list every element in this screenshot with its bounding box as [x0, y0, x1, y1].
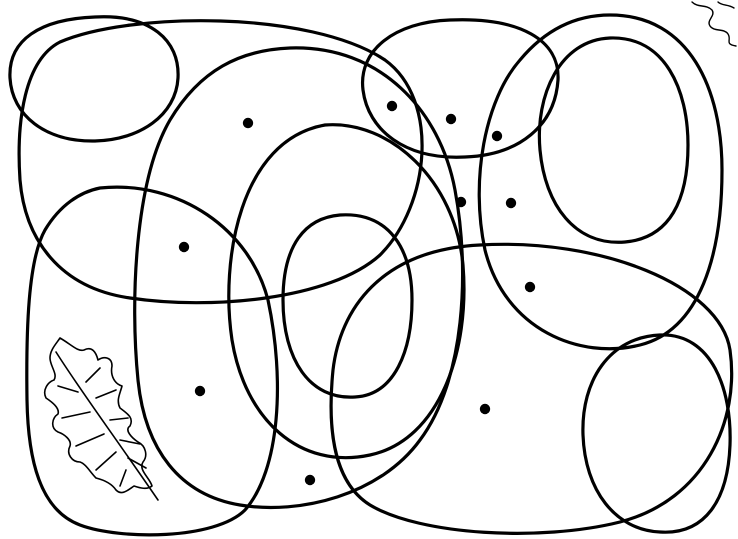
dot-5 [456, 197, 466, 207]
dot-4 [492, 131, 502, 141]
loop-group [10, 15, 732, 535]
dot-2 [387, 101, 397, 111]
loop-top-left-small [10, 17, 178, 141]
dot-6 [506, 198, 516, 208]
dot-7 [179, 242, 189, 252]
loop-center-tall [135, 48, 463, 508]
dot-11 [305, 475, 315, 485]
loop-lower-left [27, 187, 278, 535]
loop-bottom-right-small [583, 335, 730, 532]
corner-squiggle [692, 2, 736, 46]
dot-1 [243, 118, 253, 128]
loop-top-middle [363, 20, 559, 157]
dot-9 [195, 386, 205, 396]
dot-10 [480, 404, 490, 414]
dot-8 [525, 282, 535, 292]
oak-leaf-drawing [45, 338, 158, 500]
loop-right-inner [539, 38, 688, 242]
dot-3 [446, 114, 456, 124]
